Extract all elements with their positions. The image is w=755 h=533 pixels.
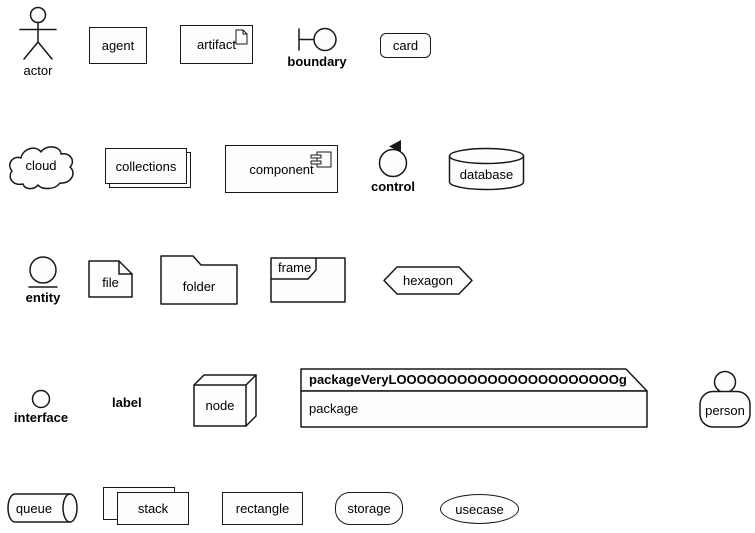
shape-actor: actor xyxy=(14,6,62,78)
agent-label: agent xyxy=(101,38,135,53)
shape-boundary: boundary xyxy=(287,26,347,69)
entity-icon xyxy=(28,256,58,288)
control-icon xyxy=(378,140,408,178)
label-text: label xyxy=(112,395,142,410)
boundary-icon xyxy=(298,27,337,52)
collections-front-layer: collections xyxy=(105,148,187,184)
storage-label: storage xyxy=(347,501,391,516)
shape-collections: collections xyxy=(105,148,191,188)
interface-icon xyxy=(31,389,51,409)
usecase-label: usecase xyxy=(455,501,504,517)
hexagon-icon xyxy=(383,266,473,295)
frame-icon xyxy=(270,257,346,303)
node-icon xyxy=(193,374,257,427)
stack-front-layer: stack xyxy=(117,492,189,525)
shape-database: database xyxy=(448,147,525,191)
shape-component: component xyxy=(225,145,338,193)
boundary-label: boundary xyxy=(287,54,347,69)
shape-entity: entity xyxy=(21,255,65,305)
shape-artifact: artifact xyxy=(180,25,253,64)
actor-label: actor xyxy=(23,63,53,78)
entity-label: entity xyxy=(25,290,61,305)
rectangle-label: rectangle xyxy=(235,501,290,516)
artifact-label: artifact xyxy=(196,37,236,52)
package-title: packageVeryLOOOOOOOOOOOOOOOOOOOOOOg xyxy=(309,372,627,387)
database-icon xyxy=(448,147,525,191)
shape-rectangle: rectangle xyxy=(222,492,303,525)
shape-frame: frame xyxy=(270,257,346,303)
shape-interface: interface xyxy=(13,389,69,425)
folder-icon xyxy=(160,255,238,305)
shape-folder: folder xyxy=(160,255,238,305)
shape-person: person xyxy=(699,370,751,428)
interface-label: interface xyxy=(13,410,69,425)
shape-package: packageVeryLOOOOOOOOOOOOOOOOOOOOOOg pack… xyxy=(300,368,648,428)
shape-node: node xyxy=(193,374,257,427)
component-icon xyxy=(310,151,332,168)
control-label: control xyxy=(370,179,416,194)
cloud-icon xyxy=(9,146,74,190)
shape-file: file xyxy=(88,260,133,298)
shape-hexagon: hexagon xyxy=(383,266,473,295)
document-icon xyxy=(235,29,248,45)
file-icon xyxy=(88,260,133,298)
component-label: component xyxy=(249,161,314,177)
stack-label: stack xyxy=(137,501,169,516)
shape-queue: queue xyxy=(6,493,78,523)
queue-icon xyxy=(7,493,78,523)
shape-control: control xyxy=(370,139,416,194)
shape-label: label xyxy=(112,395,142,410)
shape-stack: stack xyxy=(103,487,189,525)
shape-storage: storage xyxy=(335,492,403,525)
shape-card: card xyxy=(380,33,431,58)
card-label: card xyxy=(392,38,419,53)
package-icon xyxy=(300,368,648,428)
package-label: package xyxy=(309,401,359,416)
collections-label: collections xyxy=(115,158,177,174)
shape-agent: agent xyxy=(89,27,147,64)
shape-usecase: usecase xyxy=(440,494,519,524)
shape-cloud: cloud xyxy=(6,139,76,192)
person-icon xyxy=(699,370,751,428)
frame-label: frame xyxy=(278,260,312,275)
actor-icon xyxy=(19,6,57,60)
